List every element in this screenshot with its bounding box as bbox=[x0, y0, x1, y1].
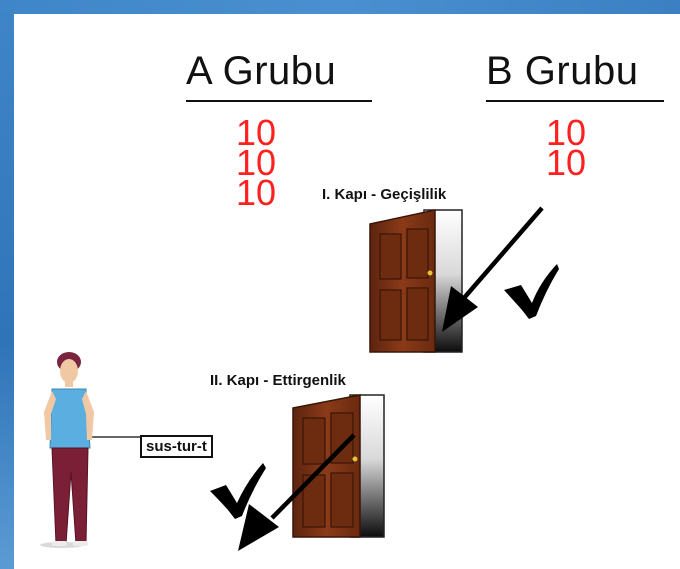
group-b-value-2: 10 bbox=[546, 142, 587, 183]
group-b-underline bbox=[486, 100, 664, 102]
group-a-value-1: 10 bbox=[236, 112, 277, 153]
group-a-underline bbox=[186, 100, 372, 102]
morpheme-box: sus-tur-t bbox=[140, 435, 213, 458]
door-two-checkmark-icon bbox=[210, 463, 266, 519]
door-two-icon bbox=[292, 394, 385, 538]
group-b-title: B Grubu bbox=[486, 49, 639, 93]
door-one-checkmark-icon bbox=[504, 264, 559, 319]
frame-top-border bbox=[0, 0, 680, 14]
door-two-arrow-icon bbox=[238, 433, 356, 551]
door-one-label: I. Kapı - Geçişlilik bbox=[322, 186, 447, 203]
frame-left-border bbox=[0, 0, 14, 569]
door-two-label: II. Kapı - Ettirgenlik bbox=[210, 372, 346, 389]
person-figure bbox=[40, 352, 94, 548]
group-b-value-1: 10 bbox=[546, 112, 587, 153]
group-a-value-2: 10 bbox=[236, 142, 277, 183]
door-one-arrow-icon bbox=[442, 206, 544, 332]
group-a-title: A Grubu bbox=[186, 49, 337, 93]
group-a-value-3: 10 bbox=[236, 172, 277, 213]
diagram-graphics bbox=[40, 206, 559, 551]
diagram-canvas: A Grubu B Grubu 10 10 10 10 10 I. Kapı -… bbox=[14, 14, 680, 569]
door-one-icon bbox=[369, 209, 463, 353]
